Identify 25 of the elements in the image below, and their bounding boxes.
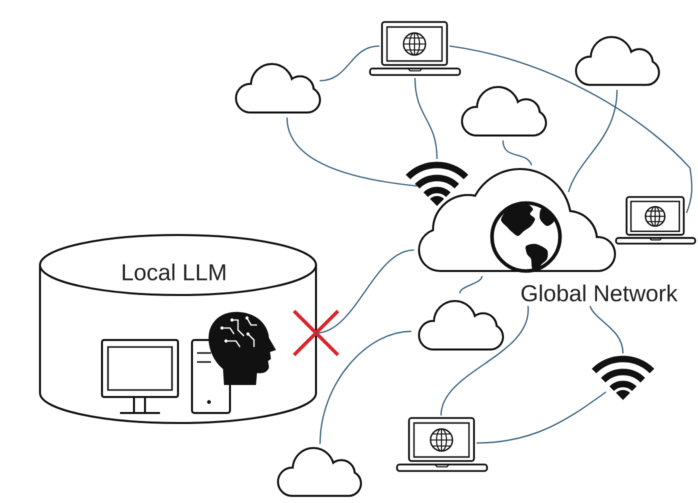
cylinder: Local LLM — [39, 234, 317, 424]
connection-line — [476, 391, 606, 444]
wifi-icon — [406, 162, 468, 206]
connection-line — [459, 276, 483, 294]
cloud-icon — [235, 63, 321, 114]
laptop-icon — [615, 196, 696, 245]
connection-line — [320, 45, 380, 82]
laptop-icon — [369, 21, 461, 76]
cloud-icon — [277, 447, 362, 497]
connection-line — [286, 117, 418, 187]
laptop-icon — [396, 417, 488, 472]
cross-mark — [292, 309, 340, 357]
connection-line — [440, 306, 529, 416]
cloud-icon — [575, 36, 660, 86]
connection-line — [589, 306, 624, 354]
connection-line — [414, 78, 438, 160]
connection-line — [568, 90, 618, 192]
wifi-icon — [592, 356, 654, 400]
connection-line — [319, 330, 412, 444]
connection-line — [449, 45, 692, 214]
connection-line — [316, 249, 414, 334]
connection-line — [502, 140, 532, 166]
cloud-label: Global Network — [522, 284, 678, 302]
cloud-icon — [418, 300, 504, 350]
cloud-icon — [461, 86, 547, 136]
